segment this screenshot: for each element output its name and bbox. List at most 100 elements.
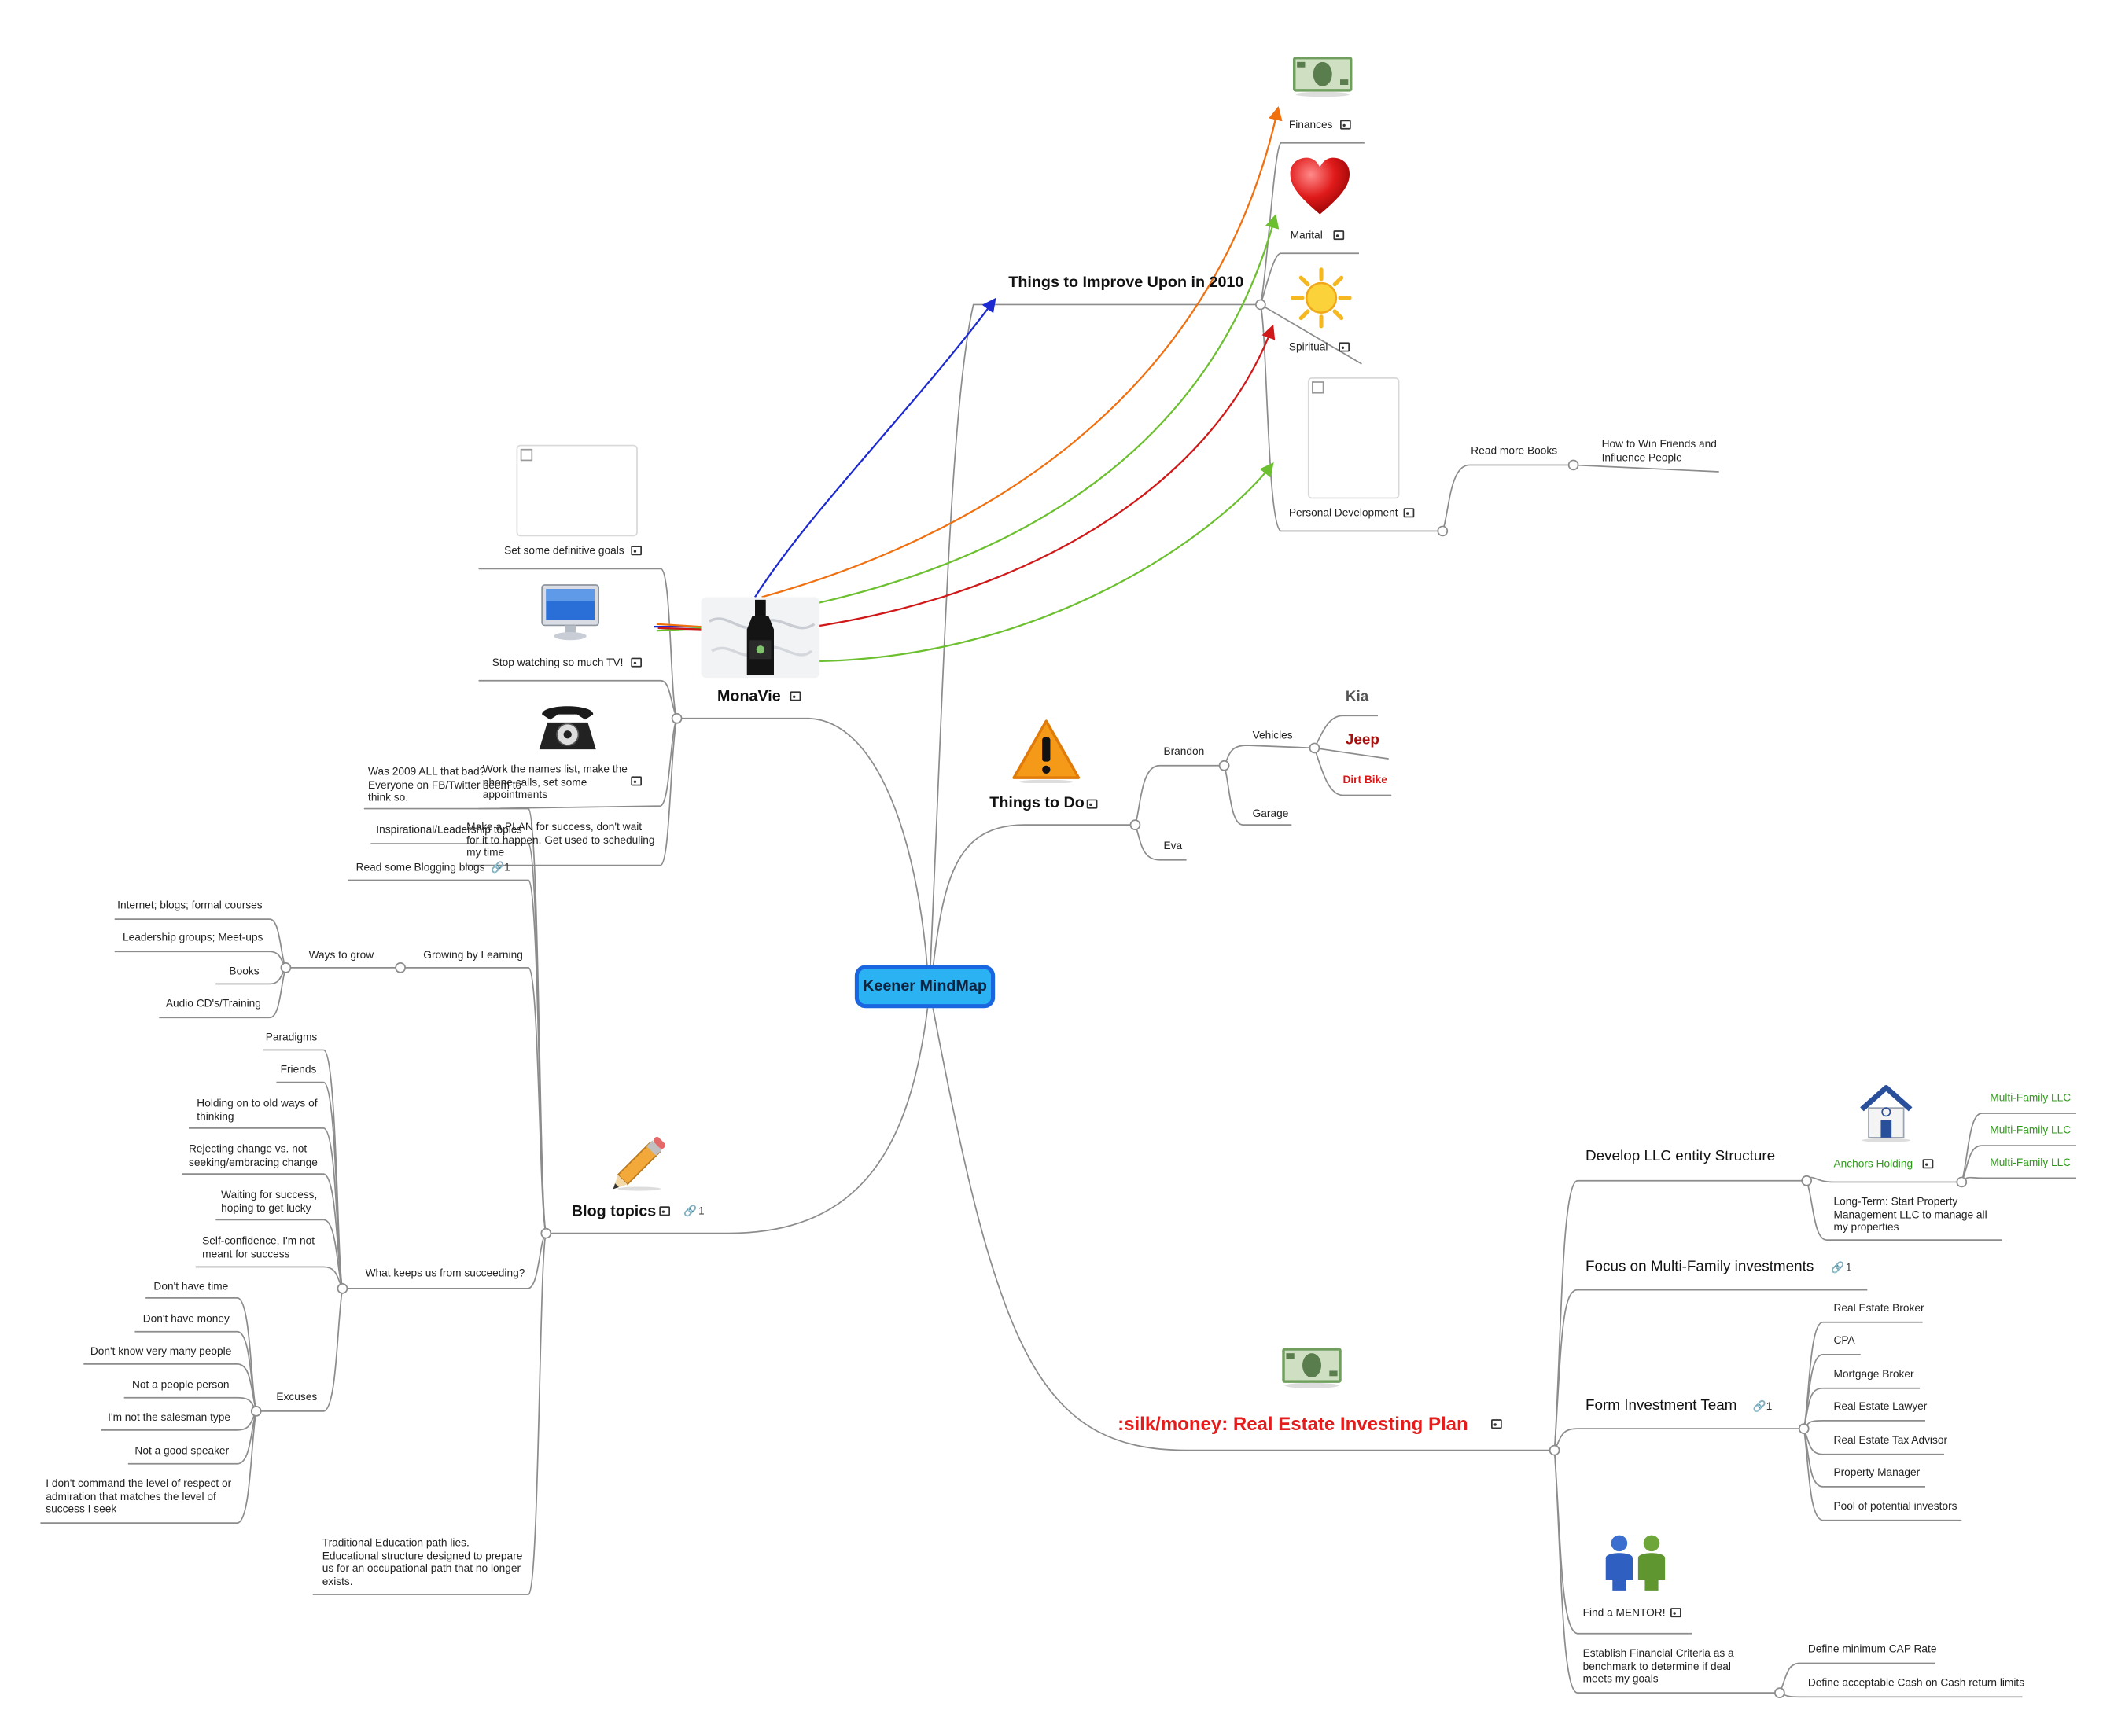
- focus-link-count: 1: [1845, 1261, 1852, 1274]
- list-item[interactable]: Self-confidence, I'm not meant for succe…: [202, 1234, 315, 1260]
- heart-icon: [1287, 155, 1352, 226]
- llc-node[interactable]: Develop LLC entity Structure: [1586, 1148, 1776, 1165]
- team-link-count: 1: [1766, 1400, 1773, 1413]
- keeps-us-node[interactable]: What keeps us from succeeding?: [365, 1267, 525, 1279]
- was-2009-node[interactable]: Was 2009 ALL that bad? Everyone on FB/Tw…: [368, 765, 522, 804]
- focus-node[interactable]: Focus on Multi-Family investments: [1586, 1259, 1814, 1275]
- multifamily-llc-node[interactable]: Multi-Family LLC: [1990, 1091, 2072, 1105]
- vehicles-node[interactable]: Vehicles: [1252, 729, 1293, 741]
- book-node[interactable]: How to Win Friends and Influence People: [1601, 438, 1717, 463]
- blogging-link-count: 1: [504, 861, 510, 874]
- image-icon: [1403, 508, 1415, 518]
- plan-node[interactable]: Make a PLAN for success, don't wait for …: [466, 821, 655, 859]
- list-item[interactable]: Friends: [280, 1063, 317, 1076]
- image-icon: [1340, 120, 1351, 130]
- list-item[interactable]: Holding on to old ways of thinking: [197, 1097, 318, 1123]
- personal-development-node[interactable]: Personal Development: [1288, 506, 1398, 520]
- excuses-node[interactable]: Excuses: [276, 1391, 318, 1403]
- multifamily-llc-node[interactable]: Multi-Family LLC: [1990, 1124, 2072, 1137]
- multifamily-llc-node[interactable]: Multi-Family LLC: [1990, 1156, 2072, 1169]
- image-icon: [790, 691, 801, 701]
- spiritual-node[interactable]: Spiritual: [1288, 340, 1328, 354]
- realestate-topic[interactable]: :silk/money: Real Estate Investing Plan: [1118, 1412, 1468, 1435]
- list-item[interactable]: Pool of potential investors: [1833, 1500, 1957, 1513]
- blogging-blogs-node[interactable]: Read some Blogging blogs: [355, 861, 485, 874]
- telephone-icon: [536, 698, 598, 762]
- improve-topic[interactable]: Things to Improve Upon in 2010: [1008, 274, 1244, 292]
- brandon-node[interactable]: Brandon: [1163, 745, 1205, 758]
- image-icon: [1333, 230, 1345, 241]
- list-item[interactable]: Rejecting change vs. not seeking/embraci…: [189, 1142, 318, 1168]
- blog-link-count: 1: [698, 1205, 705, 1218]
- cap-rate-node[interactable]: Define minimum CAP Rate: [1807, 1642, 1937, 1656]
- central-topic[interactable]: Keener MindMap: [854, 965, 996, 1009]
- list-item[interactable]: I'm not the salesman type: [108, 1410, 230, 1424]
- list-item[interactable]: Property Manager: [1833, 1466, 1921, 1479]
- finances-node[interactable]: Finances: [1288, 118, 1333, 131]
- list-item[interactable]: I don't command the level of respect or …: [46, 1477, 232, 1515]
- broken-image-icon: [516, 444, 638, 537]
- image-icon: [1670, 1608, 1681, 1618]
- image-icon: [631, 776, 643, 786]
- dollar-bill-icon: [1291, 54, 1353, 104]
- image-icon: [1086, 799, 1098, 809]
- list-item[interactable]: Real Estate Broker: [1833, 1302, 1924, 1315]
- image-icon: [631, 546, 643, 556]
- list-item[interactable]: Not a people person: [132, 1378, 230, 1392]
- pencil-icon: [610, 1130, 674, 1198]
- list-item[interactable]: Audio CD's/Training: [165, 997, 261, 1010]
- link-icon[interactable]: 🔗: [1752, 1400, 1766, 1413]
- list-item[interactable]: Paradigms: [265, 1031, 318, 1043]
- list-item[interactable]: Books: [229, 965, 260, 977]
- list-item[interactable]: Internet; blogs; formal courses: [117, 899, 263, 911]
- anchors-holding-node[interactable]: Anchors Holding: [1833, 1157, 1913, 1171]
- link-icon[interactable]: 🔗: [683, 1205, 698, 1218]
- criteria-node[interactable]: Establish Financial Criteria as a benchm…: [1582, 1646, 1734, 1685]
- warning-icon: [1011, 719, 1081, 790]
- long-term-node[interactable]: Long-Term: Start Property Management LLC…: [1833, 1195, 1987, 1234]
- mentor-node[interactable]: Find a MENTOR!: [1582, 1606, 1666, 1619]
- dirt-bike-node[interactable]: Dirt Bike: [1342, 774, 1387, 786]
- list-item[interactable]: Don't have time: [153, 1280, 229, 1293]
- house-icon: [1857, 1083, 1916, 1149]
- image-icon: [631, 657, 643, 668]
- image-icon: [1922, 1159, 1934, 1169]
- team-node[interactable]: Form Investment Team: [1586, 1397, 1737, 1414]
- blog-topic[interactable]: Blog topics: [571, 1203, 657, 1220]
- cash-return-node[interactable]: Define acceptable Cash on Cash return li…: [1807, 1676, 2025, 1690]
- education-node[interactable]: Traditional Education path lies. Educati…: [322, 1536, 523, 1587]
- list-item[interactable]: Mortgage Broker: [1833, 1368, 1914, 1381]
- names-list-node[interactable]: Work the names list, make the phone call…: [482, 763, 628, 801]
- growing-node[interactable]: Growing by Learning: [423, 948, 523, 962]
- list-item[interactable]: Don't have money: [142, 1312, 230, 1326]
- todo-topic[interactable]: Things to Do: [989, 795, 1085, 812]
- computer-monitor-icon: [540, 583, 602, 649]
- monavie-bottle-image: [701, 597, 820, 684]
- list-item[interactable]: CPA: [1833, 1334, 1855, 1347]
- monavie-topic[interactable]: MonaVie: [717, 689, 781, 705]
- marital-node[interactable]: Marital: [1290, 229, 1323, 241]
- jeep-node[interactable]: Jeep: [1345, 731, 1379, 748]
- list-item[interactable]: Real Estate Tax Advisor: [1833, 1434, 1948, 1447]
- list-item[interactable]: Real Estate Lawyer: [1833, 1400, 1928, 1413]
- read-more-books-node[interactable]: Read more Books: [1471, 444, 1558, 458]
- image-icon: [659, 1206, 671, 1216]
- tv-node[interactable]: Stop watching so much TV!: [492, 656, 624, 669]
- list-item[interactable]: Don't know very many people: [90, 1344, 232, 1358]
- garage-node[interactable]: Garage: [1252, 807, 1289, 820]
- inspirational-node[interactable]: Inspirational/Leadership topics: [376, 823, 522, 836]
- list-item[interactable]: Waiting for success, hoping to get lucky: [221, 1189, 318, 1214]
- link-icon[interactable]: 🔗: [1831, 1261, 1845, 1274]
- kia-node[interactable]: Kia: [1345, 689, 1369, 705]
- people-icon: [1602, 1531, 1670, 1599]
- ways-to-grow-node[interactable]: Ways to grow: [308, 948, 374, 962]
- list-item[interactable]: Not a good speaker: [134, 1444, 230, 1458]
- list-item[interactable]: Leadership groups; Meet-ups: [123, 931, 263, 944]
- image-icon: [1339, 342, 1350, 352]
- link-icon[interactable]: 🔗: [491, 861, 505, 874]
- broken-image-icon: [1307, 377, 1400, 499]
- goals-node[interactable]: Set some definitive goals: [504, 544, 624, 557]
- eva-node[interactable]: Eva: [1163, 840, 1183, 852]
